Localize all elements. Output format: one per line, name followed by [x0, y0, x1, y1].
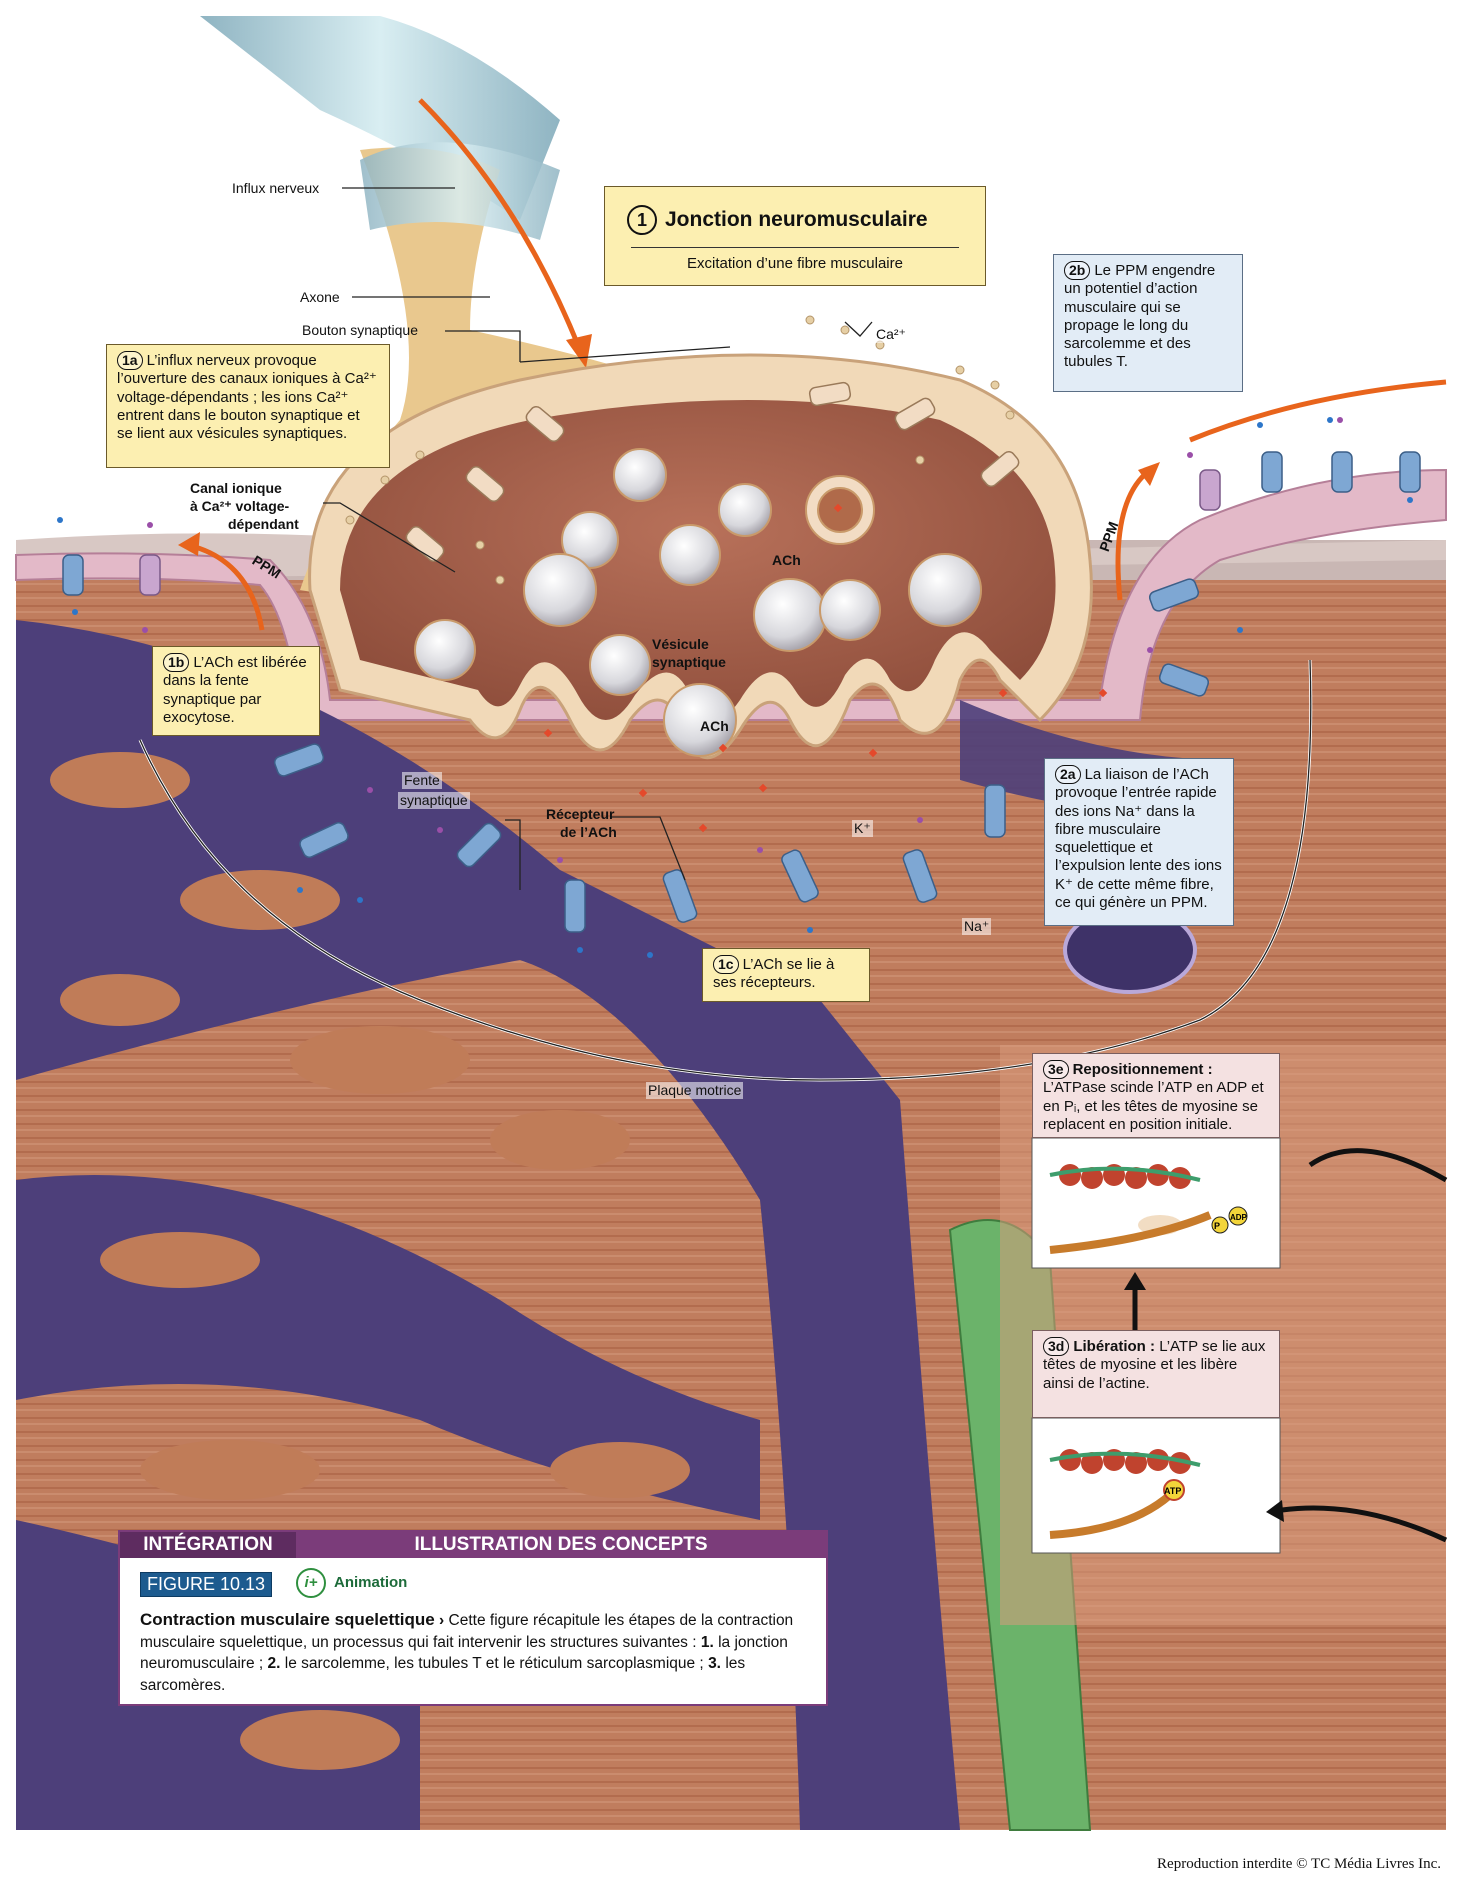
label-k: K⁺	[852, 820, 873, 837]
label-plaque: Plaque motrice	[646, 1082, 744, 1099]
cycle-arrows	[1132, 1148, 1448, 1543]
label-influx: Influx nerveux	[232, 180, 320, 196]
adp-label: ADP	[1230, 1213, 1248, 1222]
step-3e-text: L’ATPase scinde l’ATP en ADP et en Pᵢ, e…	[1043, 1079, 1264, 1133]
label-ach-mid: ACh	[700, 718, 729, 734]
figure-t1: la jonction neuromusculaire ;	[140, 1633, 788, 1673]
label-canal-3: dépendant	[228, 516, 299, 532]
ppm-arrows	[187, 379, 1447, 631]
figure-n1: 1.	[700, 1633, 714, 1651]
title-number: 1	[627, 205, 657, 235]
title-heading: Jonction neuromusculaire	[665, 208, 928, 231]
title-divider	[631, 247, 959, 248]
t-tubule-holes	[50, 752, 690, 1770]
label-vesicule-2: synaptique	[652, 654, 726, 670]
label-bouton: Bouton synaptique	[302, 322, 418, 338]
ca-channels	[139, 381, 1221, 596]
figure-caption: INTÉGRATION ILLUSTRATION DES CONCEPTS FI…	[118, 1530, 828, 1706]
step-3d-text: L’ATP se lie aux têtes de myosine et les…	[1043, 1338, 1266, 1392]
figure-heading: Contraction musculaire squelettique	[140, 1610, 435, 1629]
figure-tag-concepts: ILLUSTRATION DES CONCEPTS	[414, 1534, 708, 1555]
step-2a-text: La liaison de l’ACh provoque l’entrée ra…	[1055, 766, 1222, 912]
step-3e-bold: Repositionnement :	[1072, 1061, 1213, 1078]
figure-number: FIGURE 10.13	[140, 1572, 273, 1597]
label-recepteur-1: Récepteur	[546, 806, 615, 822]
ppm-arrowheads	[178, 462, 1160, 556]
step-1a-badge: 1a	[117, 351, 143, 371]
plaque-motrice-bracket-inner	[139, 659, 1312, 1081]
step-2a-badge: 2a	[1055, 765, 1081, 785]
synaptic-vesicles	[414, 448, 982, 757]
ppm-arrow-left	[187, 542, 265, 631]
myosin-illustration-top: P ADP	[1031, 1137, 1281, 1269]
label-fente-1: Fente	[402, 772, 442, 789]
step-1c-badge: 1c	[713, 955, 739, 975]
p-label: P	[1214, 1221, 1220, 1231]
leader-lines	[323, 187, 873, 890]
figure-t2: le sarcolemme, les tubules T et le rétic…	[284, 1655, 704, 1673]
step-3d-badge: 3d	[1043, 1337, 1070, 1357]
ion-channels	[62, 451, 1421, 933]
label-ach-top: ACh	[772, 552, 801, 568]
label-axone: Axone	[300, 289, 340, 305]
step-1a-text: L’influx nerveux provoque l’ouverture de…	[117, 352, 377, 443]
figure-header: INTÉGRATION ILLUSTRATION DES CONCEPTS	[120, 1532, 826, 1558]
label-na: Na⁺	[962, 918, 992, 935]
label-canal-1: Canal ionique	[190, 480, 282, 496]
step-3d-bold: Libération :	[1073, 1338, 1156, 1355]
label-recepteur-2: de l’ACh	[560, 824, 617, 840]
animation-link[interactable]: Animation	[334, 1574, 408, 1591]
cycle-arrowheads	[1124, 1272, 1284, 1522]
step-1b-text: L’ACh est libérée dans la fente synaptiq…	[163, 654, 307, 726]
figure-t3: les sarcomères.	[140, 1655, 746, 1695]
copyright: Reproduction interdite © TC Média Livres…	[1157, 1856, 1441, 1872]
ppm-arrow-right	[1115, 468, 1152, 601]
step-1c-text: L’ACh se lie à ses récepteurs.	[713, 956, 835, 992]
label-vesicule-1: Vésicule	[652, 636, 709, 652]
figure-n3: 3.	[708, 1655, 721, 1673]
ppm-arrow-top-right	[1189, 379, 1447, 443]
figure-tag-integration: INTÉGRATION	[120, 1532, 296, 1558]
title-box: 1 Jonction neuromusculaire Excitation d’u…	[604, 186, 986, 286]
figure-intro: Cette figure récapitule les étapes de la…	[140, 1612, 794, 1651]
label-canal-2: à Ca²⁺ voltage-	[190, 498, 290, 514]
title-subheading: Excitation d’une fibre musculaire	[687, 255, 903, 272]
label-fente-2: synaptique	[398, 792, 470, 809]
step-1b-badge: 1b	[163, 653, 190, 673]
myosin-illustration-bottom: ATP	[1031, 1417, 1281, 1554]
atp-label: ATP	[1164, 1486, 1181, 1496]
step-3e-badge: 3e	[1043, 1060, 1069, 1080]
step-2b-badge: 2b	[1064, 261, 1091, 281]
figure-description: Contraction musculaire squelettique › Ce…	[140, 1608, 810, 1697]
ions	[57, 315, 1413, 958]
figure-chevron: ›	[439, 1612, 445, 1629]
label-ca: Ca²⁺	[874, 326, 908, 343]
animation-icon[interactable]: i+	[296, 1568, 326, 1598]
figure-n2: 2.	[267, 1655, 281, 1673]
step-2b-text: Le PPM engendre un potentiel d’action mu…	[1064, 262, 1216, 371]
